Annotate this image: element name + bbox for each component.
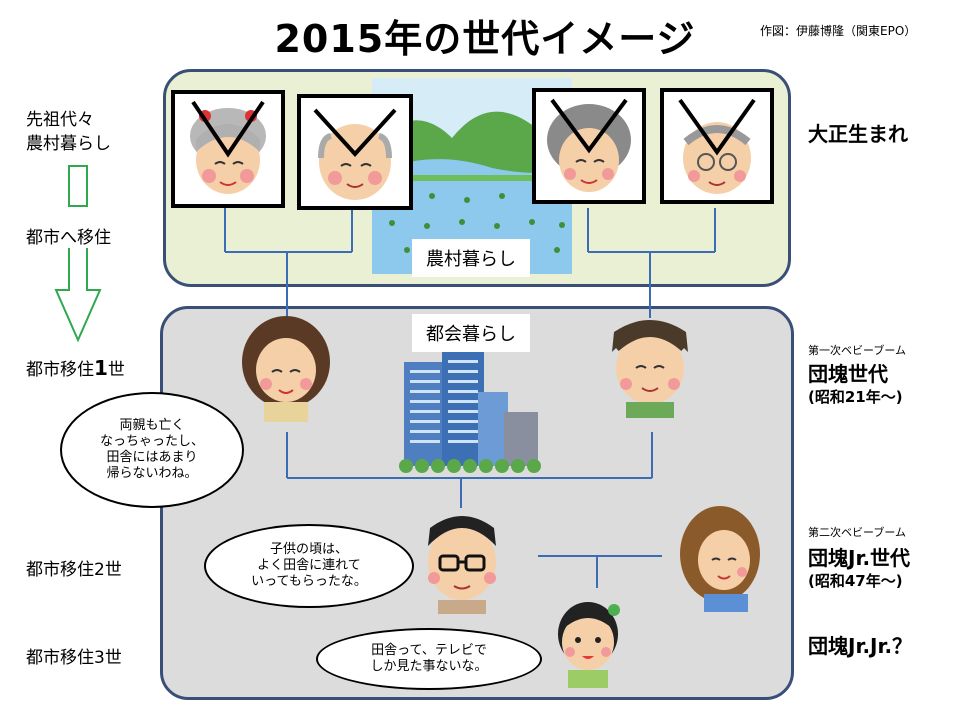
gen1-mother-icon [242,316,330,422]
bubble-line: しか見た事ないな。 [370,659,488,674]
boom2-label: 第二次ベビーブーム [808,526,907,539]
gen1-label: 都市移住1世 [26,356,125,380]
boom1-label: 第一次ベビーブーム [808,344,907,357]
taisho-grandfather-portrait-1 [297,94,413,210]
migration-arrow-icon [54,165,102,343]
bubble-line: 帰らないわね。 [106,466,198,481]
mother-speech-bubble: 両親も亡く なっちゃったし、 田舎にはあまり 帰らないわね。 [60,392,246,510]
taisho-grandfather-portrait-2 [660,88,774,204]
gen3-label: 都市移住3世 [26,648,122,668]
gen2-son-icon [428,516,496,614]
credit: 作図：伊藤博隆（関東EPO） [760,24,917,38]
grandchild-speech-bubble: 田舎って、テレビで しか見た事ないな。 [316,628,544,690]
dankai-label: 団塊世代 [808,362,888,386]
taisho-grandmother-portrait-1 [171,90,285,208]
bubble-line: 田舎にはあまり [106,450,198,465]
bubble-line: いってもらったな。 [251,574,367,589]
urban-tag: 都会暮らし [412,314,530,352]
dankai-jr-era-label: (昭和47年～) [808,572,903,590]
dankai-jrjr-label: 団塊Jr.Jr.？ [808,634,913,658]
bubble-line: 両親も亡く [119,418,185,433]
elderly-man-glasses-icon [678,98,756,194]
bubble-line: 田舎って、テレビで [371,643,487,658]
bubble-line: 子供の頃は、 [269,542,348,557]
taisho-label: 大正生まれ [808,122,908,146]
migration-label: 都市へ移住 [26,228,111,248]
elderly-man-icon [313,108,397,200]
page-title: 2015年の世代イメージ [274,17,696,61]
gen3-child-icon [558,602,620,688]
rural-tag: 農村暮らし [412,239,530,277]
elderly-woman-icon [547,98,631,192]
dankai-era-label: (昭和21年～) [808,388,903,406]
son-speech-bubble: 子供の頃は、 よく田舎に連れて いってもらったな。 [204,524,416,608]
ancestors-label: 先祖代々 農村暮らし [26,110,111,154]
gen2-label: 都市移住2世 [26,560,122,580]
elderly-woman-icon [190,100,266,194]
dankai-jr-label: 団塊Jr.世代 [808,546,911,570]
bubble-line: なっちゃったし、 [99,434,204,449]
taisho-grandmother-portrait-2 [532,88,646,204]
bubble-line: よく田舎に連れて [257,558,361,573]
gen2-wife-icon [680,506,760,612]
city-buildings-illustration [399,352,541,473]
gen1-father-icon [612,320,688,418]
